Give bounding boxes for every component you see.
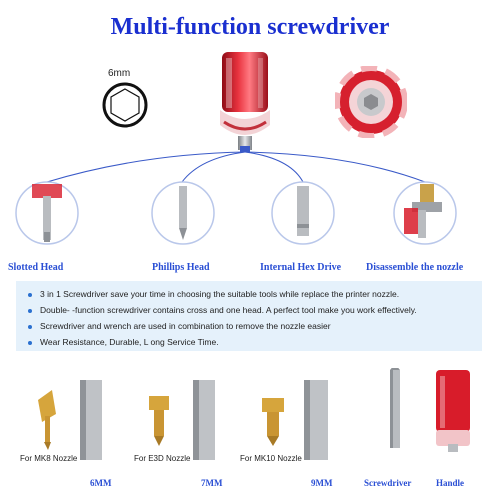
nozzle-label-mk10: For MK10 Nozzle — [240, 454, 302, 463]
part-label-screwdriver: Screwdriver — [364, 478, 412, 488]
phillips-head-image — [151, 181, 215, 245]
socket-size-7mm: 7MM — [201, 478, 223, 488]
tip-label-internal-hex-drive: Internal Hex Drive — [260, 262, 342, 273]
bullet-icon — [28, 340, 32, 345]
nozzle-label-e3d: For E3D Nozzle — [134, 454, 191, 463]
nozzle-label-mk8: For MK8 Nozzle — [20, 454, 78, 463]
e3d-nozzle-image — [149, 380, 215, 460]
slotted-head-image — [15, 181, 79, 245]
hex-socket-diagram — [102, 82, 148, 128]
bullet-icon — [28, 292, 32, 297]
feature-item: Wear Resistance, Durable, L ong Service … — [28, 337, 219, 347]
disassemble-nozzle-image — [393, 181, 457, 245]
part-label-handle: Handle — [436, 478, 465, 488]
handle-end-view-image — [335, 66, 407, 138]
internal-hex-drive-image — [271, 181, 335, 245]
page-title: Multi-function screwdriver — [110, 14, 390, 40]
tip-label-slotted-head: Slotted Head — [8, 262, 64, 273]
handle-image — [436, 370, 470, 452]
feature-item: 3 in 1 Screwdriver save your time in cho… — [28, 289, 399, 299]
bullet-icon — [28, 324, 32, 329]
tip-label-phillips-head: Phillips Head — [152, 262, 210, 273]
screwdriver-bit-image — [390, 368, 400, 448]
feature-item: Screwdriver and wrench are used in combi… — [28, 321, 331, 331]
mk10-nozzle-image — [262, 380, 328, 460]
features-panel — [16, 281, 482, 351]
feature-item: Double- -function screwdriver contains c… — [28, 305, 417, 315]
socket-size-6mm: 6MM — [90, 478, 112, 488]
main-screwdriver-image — [220, 52, 270, 152]
mk8-nozzle-image — [38, 380, 102, 460]
bullet-icon — [28, 308, 32, 313]
socket-size-9mm: 9MM — [311, 478, 333, 488]
connector-lines — [46, 151, 426, 183]
hex-size-label: 6mm — [108, 68, 131, 79]
tip-label-disassemble-nozzle: Disassemble the nozzle — [366, 262, 464, 273]
